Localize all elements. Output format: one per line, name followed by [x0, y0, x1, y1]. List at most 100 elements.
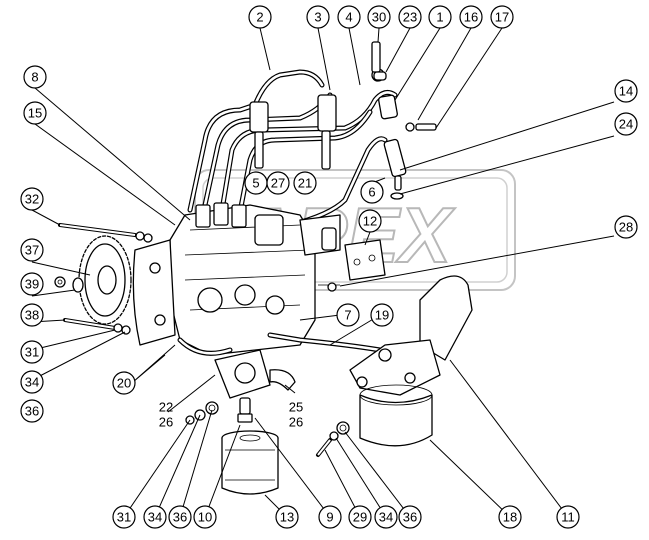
callout-22-label: 22 [159, 400, 173, 415]
callout-label: 36 [403, 510, 417, 525]
callout-8: 8 [23, 65, 47, 89]
callout-label: 23 [403, 10, 417, 25]
callout-label: 13 [280, 510, 294, 525]
callout-label: 36 [25, 404, 39, 419]
callout-20: 20 [112, 371, 136, 395]
bracket [344, 239, 386, 281]
callout-label: 20 [117, 376, 131, 391]
leader-lines [31, 27, 615, 518]
callout-label: 34 [379, 510, 393, 525]
callout-label: 29 [353, 510, 367, 525]
gear-nut-center [57, 279, 63, 285]
callout-label: 34 [25, 375, 39, 390]
callout-34-bottom: 34 [143, 505, 167, 529]
oil-filter-head [214, 349, 296, 399]
callout-26-label: 26 [289, 415, 303, 430]
return-pipe-inner [178, 333, 382, 355]
callout-5: 5 [244, 171, 268, 195]
callout-23: 23 [398, 5, 422, 29]
callout-label: 30 [372, 10, 386, 25]
callout-32: 32 [20, 187, 44, 211]
callout-11: 11 [556, 505, 580, 529]
callout-26-label: 26 [159, 415, 173, 430]
callout-label: 31 [117, 510, 131, 525]
callout-34-right: 34 [374, 505, 398, 529]
filter-bolt-set [316, 421, 350, 457]
callout-label: 37 [25, 243, 39, 258]
callout-7: 7 [336, 303, 360, 327]
callout-label: 38 [25, 308, 39, 323]
callout-label: 19 [375, 308, 389, 323]
injection-pump-body [169, 202, 341, 356]
callout-36-left: 36 [20, 399, 44, 423]
callout-label: 8 [31, 70, 38, 85]
callout-layer: 2 3 4 30 23 1 16 17 8 15 14 24 5 27 21 6… [20, 5, 638, 529]
callout-label: 18 [503, 510, 517, 525]
callout-34-left: 34 [20, 370, 44, 394]
callout-label: 6 [368, 185, 375, 200]
callout-label: 2 [256, 10, 263, 25]
callout-label: 31 [25, 345, 39, 360]
callout-label: 34 [148, 510, 162, 525]
callout-label: 12 [363, 214, 377, 229]
callout-label: 9 [326, 510, 333, 525]
callout-label: 15 [28, 106, 42, 121]
callout-label: 7 [344, 308, 351, 323]
callout-3: 3 [306, 5, 330, 29]
callout-37: 37 [20, 238, 44, 262]
callout-1: 1 [428, 5, 452, 29]
callout-label: 39 [25, 277, 39, 292]
callout-label: 1 [436, 10, 443, 25]
callout-38: 38 [20, 303, 44, 327]
callout-12: 12 [358, 209, 382, 233]
filter-washers [185, 401, 219, 425]
callout-16: 16 [459, 5, 483, 29]
filter-nipple [237, 397, 253, 423]
callout-label: 11 [561, 510, 575, 525]
bolts [58, 223, 153, 335]
callout-15: 15 [23, 101, 47, 125]
callout-17: 17 [490, 5, 514, 29]
injectors [249, 41, 437, 200]
callout-27: 27 [266, 171, 290, 195]
bracket-hole [353, 258, 361, 266]
washer [373, 71, 387, 81]
callout-label: 16 [464, 10, 478, 25]
callout-21: 21 [293, 171, 317, 195]
drawing [31, 27, 615, 518]
callout-6: 6 [360, 180, 384, 204]
callout-label: 3 [314, 10, 321, 25]
callout-31-bottom: 31 [112, 505, 136, 529]
oil-filter [221, 430, 279, 495]
callout-label: 10 [198, 510, 212, 525]
callout-label: 28 [619, 220, 633, 235]
gasket-hole [149, 262, 161, 274]
callout-25-label: 25 [289, 400, 303, 415]
gear-nut [54, 276, 66, 288]
callout-31-left: 31 [20, 340, 44, 364]
bracket-hole [368, 254, 376, 262]
callout-label: 14 [619, 84, 633, 99]
gear-washer [72, 277, 84, 293]
fuel-filter-assembly [349, 275, 473, 447]
callout-label: 4 [345, 10, 352, 25]
gasket-plate [132, 239, 176, 346]
callout-13: 13 [275, 505, 299, 529]
callout-30: 30 [367, 5, 391, 29]
callout-label: 36 [173, 510, 187, 525]
callout-19: 19 [370, 303, 394, 327]
callout-label: 5 [252, 176, 259, 191]
gasket-hole [154, 314, 166, 326]
callout-29: 29 [348, 505, 372, 529]
callout-39: 39 [20, 272, 44, 296]
callout-18: 18 [498, 505, 522, 529]
callout-2: 2 [248, 5, 272, 29]
callout-14: 14 [614, 79, 638, 103]
callout-9: 9 [318, 505, 342, 529]
callout-24: 24 [614, 112, 638, 136]
callout-10: 10 [193, 505, 217, 529]
callout-28: 28 [614, 215, 638, 239]
callout-4: 4 [337, 5, 361, 29]
